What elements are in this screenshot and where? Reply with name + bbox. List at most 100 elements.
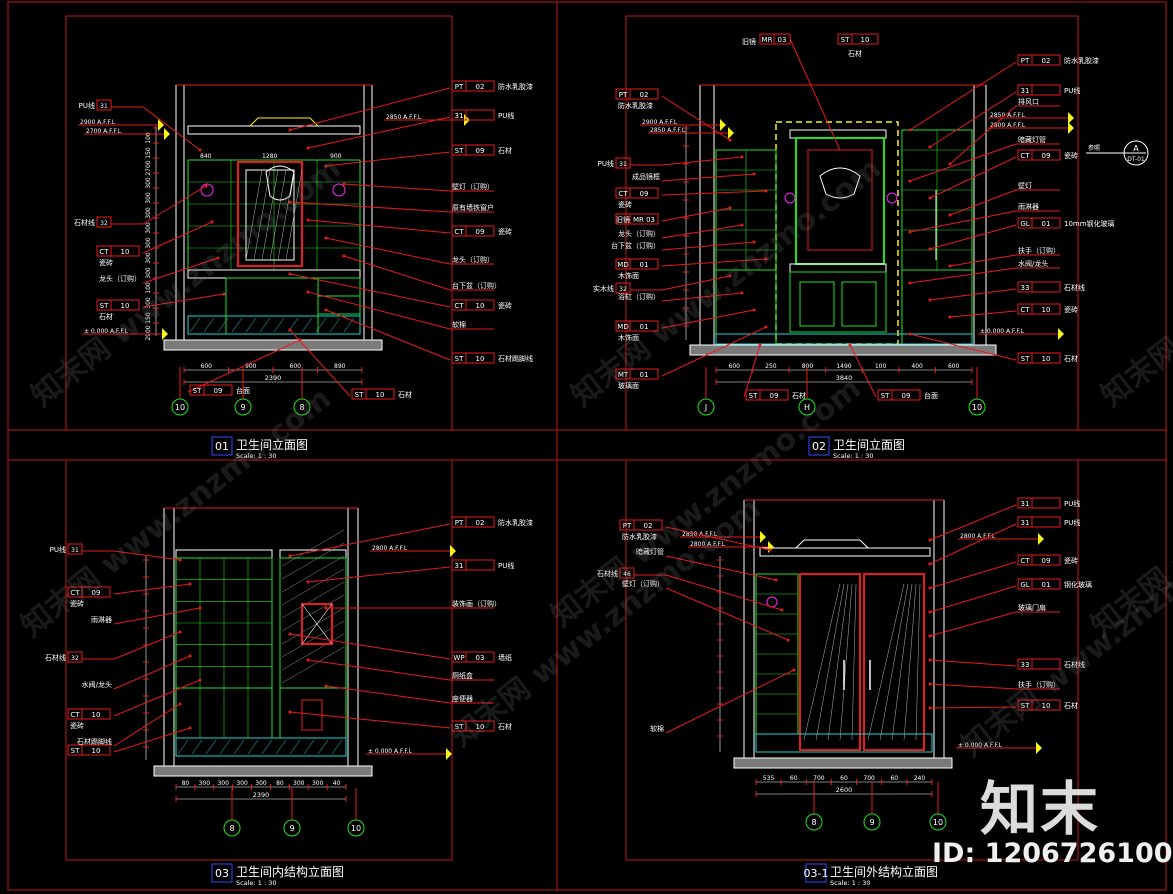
tag-description: 瓷砖 (1064, 556, 1078, 565)
tag-number: 01 (1042, 220, 1051, 228)
dimension-value: 60 (840, 775, 848, 782)
leader-line (929, 224, 1017, 250)
detail-ref-bottom: DT-01 (1127, 156, 1145, 163)
dimension-value: 300 (145, 237, 152, 249)
tag-code: CT (1020, 152, 1030, 160)
leader-dot (288, 328, 292, 332)
tag-num-box (465, 651, 495, 663)
leader-dot (928, 682, 932, 686)
title-number: 02 (812, 440, 826, 453)
tag-number: 10 (476, 723, 485, 731)
dimension-value: 300 (312, 780, 324, 787)
tag-number: 46 (623, 571, 631, 578)
tag-description: 瓷砖 (99, 258, 113, 267)
grid-bubble (863, 813, 881, 831)
leader-dot (306, 580, 310, 584)
leader-dot (324, 606, 328, 610)
tag-num-box (629, 368, 659, 380)
tag-num-box (629, 213, 659, 225)
tag-number: 09 (214, 387, 223, 395)
tag-number: 32 (100, 220, 108, 227)
leader-line (289, 273, 451, 308)
tag-description: 暗藏灯管 (1018, 135, 1046, 144)
wall-sconce-left (784, 192, 796, 204)
leader-dot (210, 220, 214, 224)
skirting-hatch (273, 317, 285, 333)
dimension-value: 300 (145, 222, 152, 234)
leader-line (307, 219, 451, 234)
tag-code: CT (99, 248, 109, 256)
tag-num-box (465, 720, 495, 732)
leader-line (187, 339, 301, 393)
dimension-value: 300 (145, 192, 152, 204)
mirror-hatch (269, 169, 287, 261)
tag-description: 台下盆（订购） (611, 241, 660, 250)
tag-number: 10 (121, 302, 130, 310)
leader-dot (908, 179, 912, 183)
title-number-box (808, 436, 830, 456)
dimension-value: 300 (145, 267, 152, 279)
skirting-hatch (189, 317, 201, 333)
leader-line (661, 156, 743, 166)
leader-line (113, 679, 201, 717)
dimension-value: 600 (290, 363, 302, 370)
leader-dot (288, 128, 292, 132)
tag-description: 厕纸盒 (452, 671, 473, 680)
dimension-value: 535 (763, 775, 775, 782)
wallpaper-hatch (281, 607, 345, 645)
leader-dot (928, 634, 932, 638)
tag-code: PT (1021, 57, 1030, 65)
tag-number: 09 (770, 392, 779, 400)
leader-dot (928, 610, 932, 614)
tag-num-box (81, 708, 111, 720)
leader-line (661, 258, 767, 267)
tag-num-box (1031, 699, 1061, 711)
skirting-hatch (259, 317, 271, 333)
dimension-value: 840 (200, 153, 212, 160)
tag-code: 石材线 (74, 218, 95, 227)
level-label: 2850 A.F.F.L (650, 127, 686, 134)
cabinet-door (841, 281, 877, 327)
tag-description: 石材踢脚线 (77, 737, 112, 746)
tag-code: PU线 (598, 159, 614, 168)
leader-dot (848, 343, 852, 347)
tag-num-box (891, 389, 921, 401)
wall-sconce-right (332, 183, 346, 197)
grid-label: 10 (175, 403, 185, 412)
leader-dot (752, 308, 756, 312)
level-marker (1038, 533, 1044, 545)
level-label: 2800 A.F.F.L (372, 545, 408, 552)
floor-slab (733, 757, 953, 769)
dimension-total: 3840 (836, 374, 853, 382)
leader-dot (928, 298, 932, 302)
leader-line (343, 255, 451, 291)
dimension-value: 800 (802, 363, 814, 370)
wallpaper-hatch (281, 529, 345, 567)
leader-line (307, 116, 451, 149)
leader-dot (752, 240, 756, 244)
leader-dot (306, 218, 310, 222)
dimension-value: 700 (863, 775, 875, 782)
glass-hatch (827, 583, 849, 741)
glass-hatch (839, 583, 853, 741)
floor-slab (163, 339, 383, 351)
leader-line (909, 143, 1017, 182)
tag-num-box (1031, 554, 1061, 566)
wallpaper-hatch (281, 594, 345, 632)
title-text: 卫生间立面图 (236, 437, 308, 452)
tag-code: CT (454, 228, 464, 236)
leader-line (665, 526, 771, 551)
tag-code: GL (1020, 220, 1029, 228)
mirror-hatch (253, 169, 271, 261)
grid-bubble (798, 398, 816, 416)
level-marker (760, 531, 766, 543)
tag-description: 扶手（订购） (1018, 680, 1060, 689)
tag-number: 10 (1042, 306, 1051, 314)
dimension-value: 1280 (262, 153, 277, 160)
level-label: 2850 A.F.F.L (990, 112, 1026, 119)
tag-number: 09 (640, 190, 649, 198)
leader-line (142, 221, 213, 254)
tag-number: 02 (644, 522, 653, 530)
leader-line (743, 344, 761, 398)
leader-line (289, 201, 451, 213)
